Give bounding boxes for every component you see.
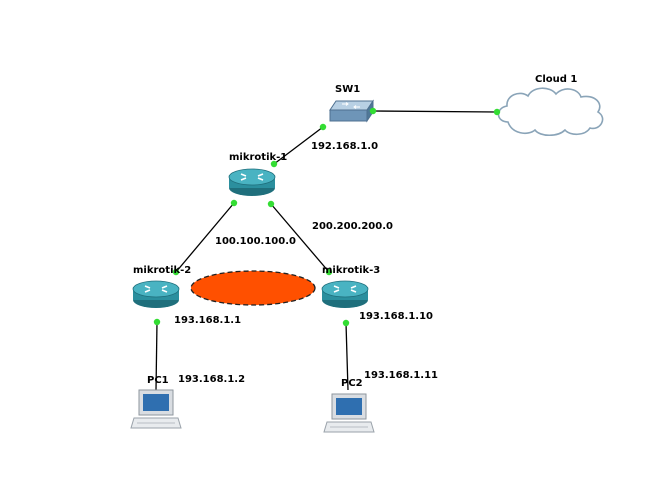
cloud-icon[interactable]: [497, 87, 604, 137]
ip-label-pc2: 193.168.1.11: [364, 370, 439, 381]
mikrotik-1-router-icon[interactable]: [228, 168, 276, 196]
pc2-label: PC2: [341, 378, 363, 389]
mikrotik-2-router-icon[interactable]: [132, 280, 180, 308]
port-dot: [172, 268, 180, 276]
link-sw1-cloud1[interactable]: [372, 110, 498, 113]
mikrotik2-label: mikrotik-2: [133, 265, 192, 276]
sw1-label: SW1: [335, 84, 361, 95]
port-dot: [153, 318, 161, 326]
network-label-lan: 192.168.1.0: [311, 141, 379, 152]
link-mikrotik1-mikrotik3[interactable]: [270, 203, 330, 273]
port-dots: [153, 107, 501, 327]
mikrotik3-label: mikrotik-3: [322, 265, 381, 276]
ip-label-m2: 193.168.1.1: [174, 315, 242, 326]
pc1-computer-icon[interactable]: [130, 389, 182, 429]
port-dot: [270, 160, 278, 168]
mikrotik-3-router-icon[interactable]: [321, 280, 369, 308]
cloud1-label: Cloud 1: [535, 74, 578, 85]
network-label-m1-m3: 200.200.200.0: [312, 221, 393, 232]
port-dot: [319, 123, 327, 131]
link-mikrotik1-mikrotik2[interactable]: [175, 202, 235, 273]
ip-label-m3: 193.168.1.10: [359, 311, 434, 322]
ip-label-pc1: 193.168.1.2: [178, 374, 246, 385]
port-dot: [230, 199, 238, 207]
routers: [132, 168, 369, 308]
link-mikrotik3-pc2[interactable]: [345, 322, 349, 391]
pc2-computer-icon[interactable]: [323, 393, 375, 433]
port-dot: [369, 107, 377, 115]
port-dot: [493, 108, 501, 116]
link-mikrotik2-pc1[interactable]: [155, 321, 158, 391]
port-dot: [342, 319, 350, 327]
pc1-label: PC1: [147, 375, 169, 386]
highlight-ellipse: [190, 270, 316, 306]
port-dot: [267, 200, 275, 208]
mikrotik1-label: mikrotik-1: [229, 152, 288, 163]
link-sw1-mikrotik1[interactable]: [273, 126, 324, 165]
port-dot: [325, 268, 333, 276]
network-label-m1-m2: 100.100.100.0: [215, 236, 296, 247]
switch-icon[interactable]: [329, 99, 374, 123]
links: [155, 110, 498, 391]
